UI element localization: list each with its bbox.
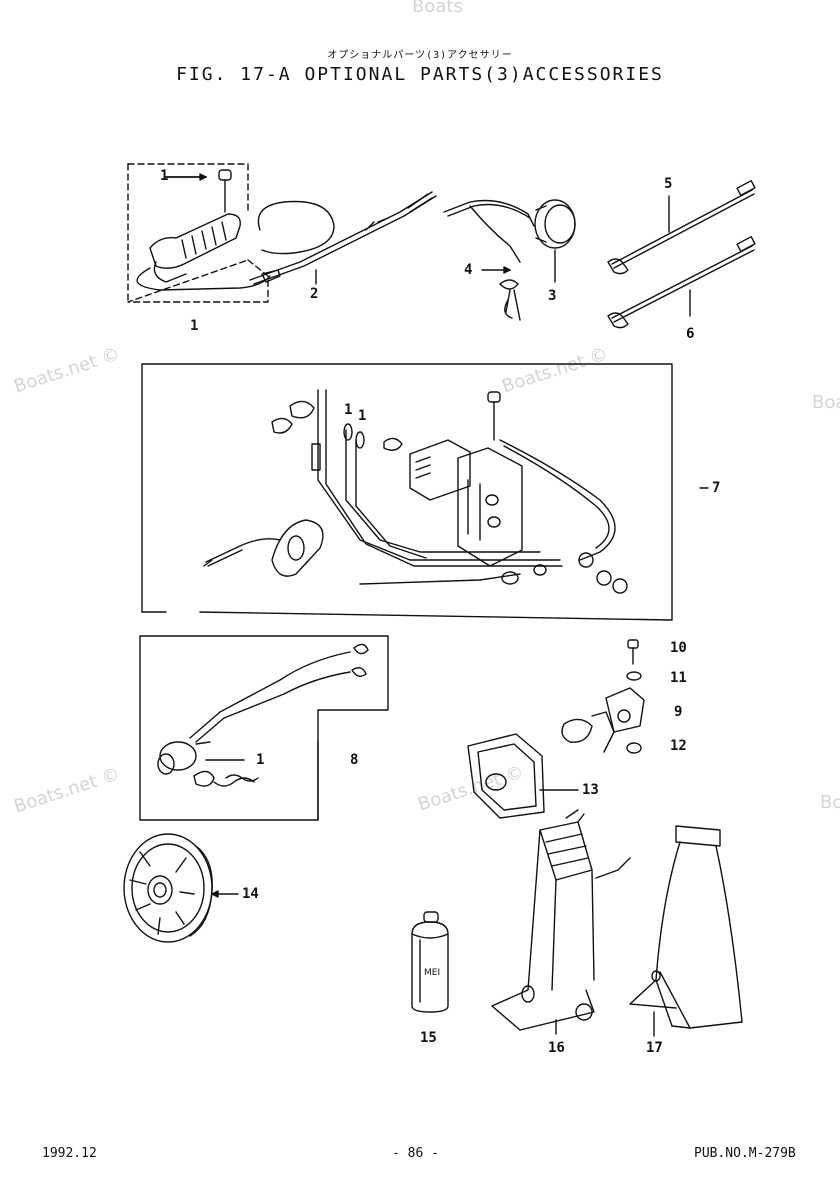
callout-2: 2 — [310, 286, 319, 302]
callout-17: 17 — [646, 1040, 663, 1056]
callout-1: 1 — [256, 752, 265, 768]
part-17-stand — [629, 825, 743, 1037]
callout-5: 5 — [664, 176, 673, 192]
callout-9: 9 — [674, 704, 683, 720]
callout-7: 7 — [712, 480, 721, 496]
watermark: Boats — [820, 792, 840, 813]
callout-11: 11 — [670, 670, 687, 686]
title-japanese: オプショナルパーツ(3)アクセサリー — [327, 50, 513, 61]
page-title: FIG. 17-A OPTIONAL PARTS(3)ACCESSORIES — [176, 64, 664, 85]
callout-1: 1 — [190, 318, 199, 334]
callout-12: 12 — [670, 738, 687, 754]
part-7-remote-control-wiring — [141, 363, 709, 621]
footer-date: 1992.12 — [42, 1146, 97, 1161]
callout-3: 3 — [548, 288, 557, 304]
can-label: MEI — [424, 968, 441, 978]
callout-15: 15 — [420, 1030, 437, 1046]
part-16-cart — [491, 809, 631, 1035]
callout-13: 13 — [582, 782, 599, 798]
part-1-pickup-coil — [127, 163, 271, 303]
part-6-cable — [607, 236, 756, 329]
part-2-lead-cable — [249, 191, 437, 285]
callout-8: 8 — [350, 752, 359, 768]
part-15-can — [411, 911, 449, 1013]
callout-4: 4 — [464, 262, 473, 278]
watermark: Boats — [412, 0, 463, 17]
callout-1: 1 — [344, 402, 353, 418]
part-3-gauge — [443, 199, 576, 321]
callout-14: 14 — [242, 886, 259, 902]
callout-1: 1 — [358, 408, 367, 424]
callout-16: 16 — [548, 1040, 565, 1056]
part-14-cover — [123, 833, 239, 943]
callout-1: 1 — [160, 168, 169, 184]
part-5-cable — [607, 180, 756, 275]
footer-pub-number: PUB.NO.M-279B — [694, 1146, 796, 1161]
callout-6: 6 — [686, 326, 695, 342]
watermark: Boats — [812, 392, 840, 413]
part-8-stop-switch — [139, 635, 389, 821]
callout-10: 10 — [670, 640, 687, 656]
part-9-13-bracket — [467, 639, 645, 819]
footer-page-number: - 86 - — [392, 1146, 439, 1161]
